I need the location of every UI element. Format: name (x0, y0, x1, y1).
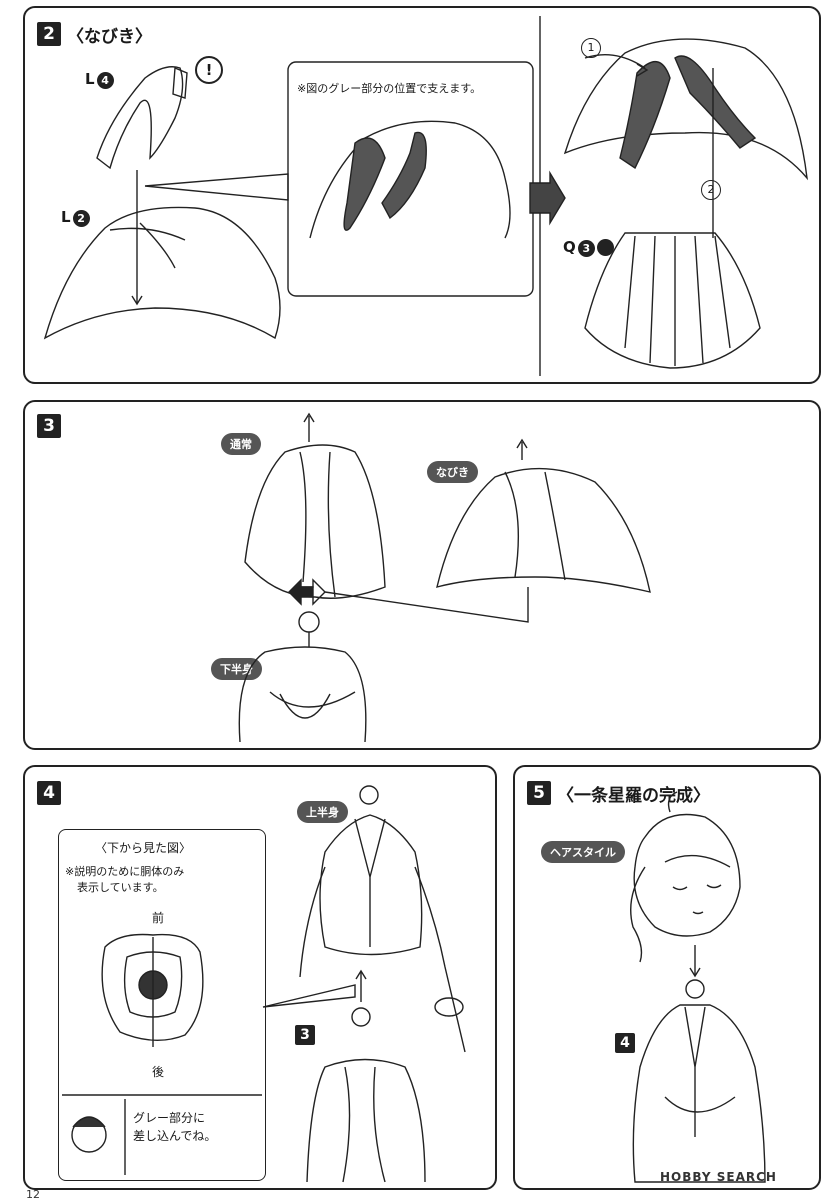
scrunchie (434, 997, 464, 1017)
tag-hairstyle: ヘアスタイル (541, 841, 625, 863)
circled-number: 4 (96, 72, 114, 89)
order-marker-1: 1 (581, 38, 601, 58)
skirt-nabiki (436, 467, 651, 593)
step-5-panel: 5 〈一条星羅の完成〉 ヘアスタイル 4 (513, 765, 821, 1190)
skirt-with-sleeves (563, 38, 808, 181)
skirt-normal (244, 444, 386, 599)
step-number: 5 (527, 781, 551, 805)
torso-underside (101, 933, 204, 1042)
rotate-icon (596, 239, 614, 256)
underside-view-inset (58, 829, 266, 1181)
label-front: 前 (152, 911, 165, 925)
step-number: 4 (37, 781, 61, 805)
pleated-skirt-part (584, 232, 761, 369)
step-number: 2 (37, 22, 61, 46)
tag-upper-body: 上半身 (297, 801, 348, 823)
order-marker-2: 2 (701, 180, 721, 200)
hint-line-1: グレー部分に (133, 1111, 206, 1125)
next-step-arrow (529, 170, 566, 226)
step-5-illustration (630, 791, 766, 1183)
sleeves-part (96, 66, 184, 170)
hairstyle-part (633, 813, 741, 937)
circled-number: 3 (577, 240, 595, 257)
inset-title: 〈下から見た図〉 (95, 841, 192, 855)
step-4-panel: 4 〈下から見た図〉 ※説明のために胴体のみ 表示しています。 前 後 グレー部… (23, 765, 497, 1190)
skirt-part (43, 206, 281, 340)
watermark-logo: HOBBY SEARCH (660, 1170, 777, 1184)
step-3-panel: 3 通常 なびき 下半身 (23, 400, 821, 750)
step-title: 〈なびき〉 (67, 27, 152, 47)
mannequin-head-knob (298, 611, 320, 633)
upper-body-shirt (319, 814, 423, 956)
tag-normal: 通常 (221, 433, 261, 455)
reference-step-3: 3 (295, 1025, 315, 1045)
hint-line-2: 差し込んでね。 (133, 1129, 217, 1143)
inset-note: ※図のグレー部分の位置で支えます。 (297, 82, 482, 95)
step-title: 〈一条星羅の完成〉 (557, 786, 710, 806)
reference-step-4: 4 (615, 1033, 635, 1053)
tag-nabiki: なびき (427, 461, 478, 483)
warning-icon: ! (195, 56, 223, 84)
circled-number: 2 (72, 210, 90, 227)
step-3-illustration (238, 412, 651, 743)
completed-figure (632, 1004, 766, 1183)
page-number: 12 (26, 1188, 40, 1201)
label-back: 後 (152, 1065, 165, 1079)
mannequin-lower-body (238, 646, 367, 743)
inset-note-1: ※説明のために胴体のみ (65, 865, 185, 878)
watermark-text: HOBBY SEARCH (660, 1170, 777, 1184)
step-number: 3 (37, 414, 61, 438)
step-4-illustration (62, 785, 466, 1183)
tag-lower-body: 下半身 (211, 658, 262, 680)
waist-skirt-assembly (306, 1058, 426, 1183)
detail-inset (287, 61, 534, 297)
step-2-illustration (43, 16, 808, 376)
inset-note-2: 表示しています。 (77, 881, 164, 894)
swap-arrow-left (288, 578, 314, 606)
